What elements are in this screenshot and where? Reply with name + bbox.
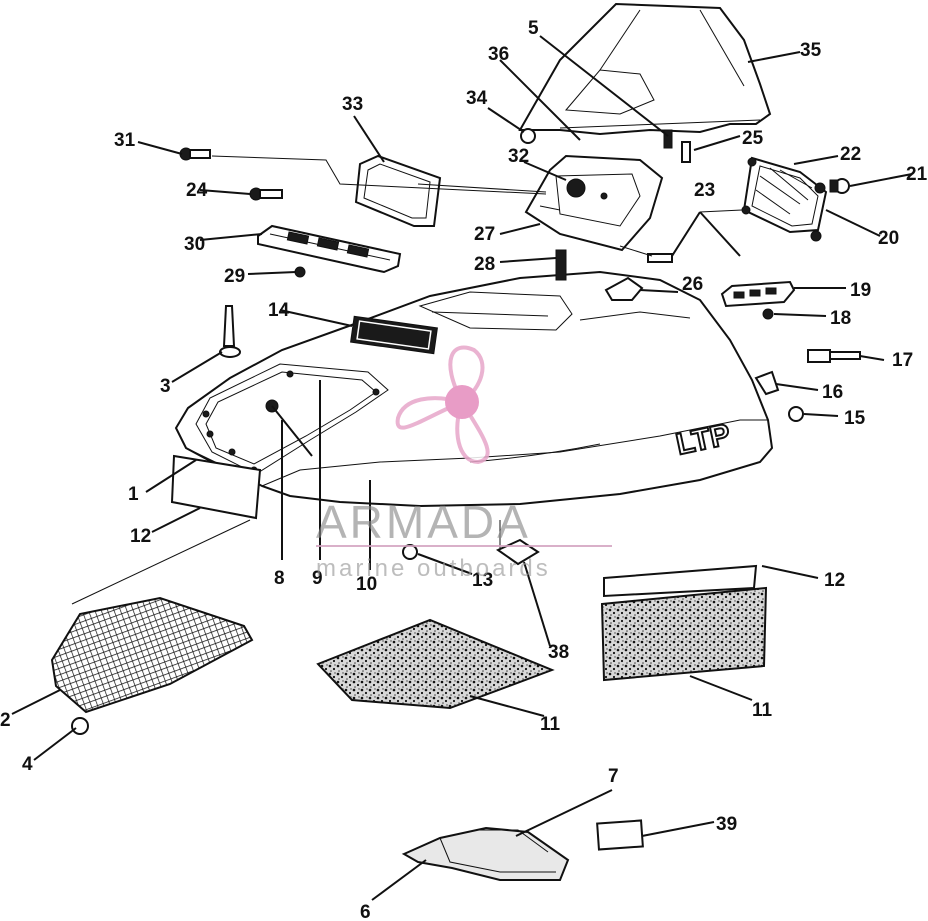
- assembly-lines: [71, 155, 743, 605]
- console: [524, 154, 664, 252]
- watermark-brand: ARMADA: [316, 496, 531, 548]
- watermark-tagline: marine outboards: [316, 555, 551, 582]
- callout-11b: 11: [752, 700, 773, 721]
- callout-21: 21: [906, 164, 928, 185]
- callout-3: 3: [160, 376, 171, 397]
- callout-30: 30: [184, 234, 205, 255]
- screen-mesh: [50, 596, 254, 714]
- callout-25: 25: [742, 128, 764, 149]
- callout-26: 26: [682, 274, 703, 295]
- air-duct: [401, 826, 570, 881]
- callout-27: 27: [474, 224, 495, 245]
- leader-lines: [11, 35, 913, 901]
- callout-32: 32: [508, 146, 529, 167]
- callout-15: 15: [844, 408, 866, 429]
- callout-28: 28: [474, 254, 495, 275]
- callout-9: 9: [312, 568, 323, 589]
- callout-4: 4: [22, 754, 33, 775]
- callout-23: 23: [694, 180, 715, 201]
- callout-11a: 11: [540, 714, 561, 735]
- grille-30: [257, 224, 402, 274]
- callout-16: 16: [822, 382, 843, 403]
- callout-22: 22: [840, 144, 861, 165]
- callout-24: 24: [186, 180, 208, 201]
- callout-17: 17: [892, 350, 913, 371]
- watermark: ARMADA marine outboards: [316, 345, 612, 582]
- callout-29: 29: [224, 266, 245, 287]
- grille-19: [720, 280, 796, 308]
- hardware: [71, 128, 861, 735]
- headlight: [741, 156, 828, 242]
- windshield: [518, 2, 772, 136]
- propeller-logo: [395, 345, 490, 465]
- callout-13: 13: [472, 570, 493, 591]
- callout-10: 10: [356, 574, 377, 595]
- callout-8: 8: [274, 568, 285, 589]
- callout-14: 14: [268, 300, 290, 321]
- callout-35: 35: [800, 40, 822, 61]
- strip-right: [603, 564, 758, 598]
- callout-36: 36: [488, 44, 509, 65]
- callout-12a: 12: [130, 526, 151, 547]
- callout-5: 5: [528, 18, 539, 39]
- callout-31: 31: [114, 130, 136, 151]
- callout-39: 39: [716, 814, 737, 835]
- callout-20: 20: [878, 228, 899, 249]
- callout-38: 38: [548, 642, 569, 663]
- callout-33: 33: [342, 94, 363, 115]
- callout-1: 1: [128, 484, 139, 505]
- callout-18: 18: [830, 308, 851, 329]
- callout-labels: 1 2 3 4 5 6 7 8 9 10 11 11 12 12 13 14 1…: [0, 18, 928, 921]
- decal-39: [596, 819, 644, 851]
- callout-34: 34: [466, 88, 488, 109]
- instrument-panel: [354, 154, 442, 227]
- foam-pad-right: [600, 586, 768, 682]
- headlight-bulb: [829, 178, 850, 194]
- callout-19: 19: [850, 280, 871, 301]
- foam-pad-left: [316, 618, 555, 710]
- callout-6: 6: [360, 902, 371, 921]
- callout-7: 7: [608, 766, 619, 787]
- callout-12b: 12: [824, 570, 845, 591]
- callout-2: 2: [0, 710, 11, 731]
- strip-left: [170, 454, 262, 520]
